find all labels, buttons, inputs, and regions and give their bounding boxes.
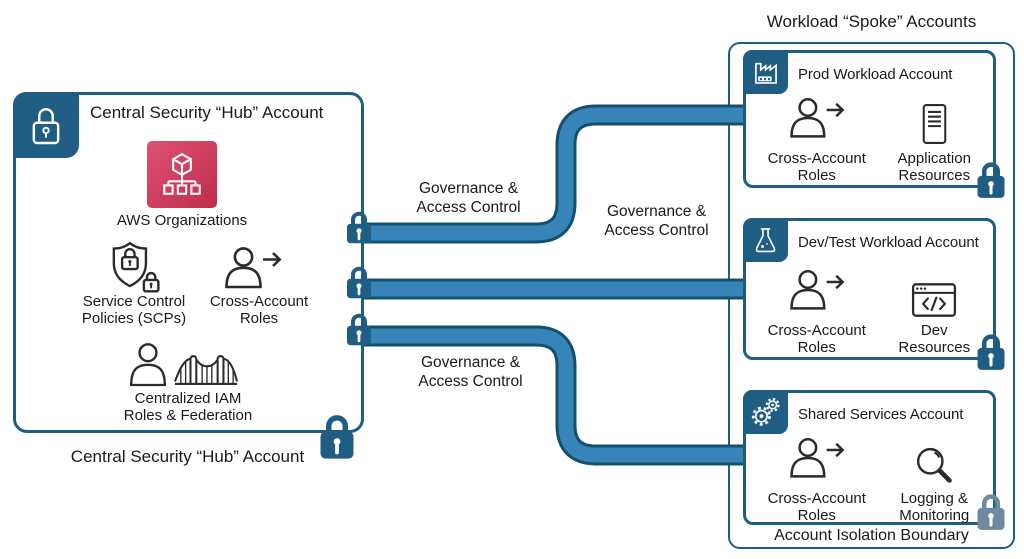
boundary-label: Account Isolation Boundary — [774, 527, 969, 544]
devtest-corner-lock-icon — [973, 330, 1009, 372]
prod-application-resources: Application Resources — [876, 93, 994, 184]
person-arrow-icon — [222, 246, 284, 298]
shared-corner-lock-icon — [973, 490, 1009, 532]
magnifier-icon — [913, 444, 956, 487]
hub-cross-account-roles-label: Cross-Account Roles — [209, 293, 309, 327]
scp-label: Service Control Policies (SCPs) — [81, 293, 187, 327]
org-chart-cube-icon — [157, 153, 207, 196]
centralized-iam-label: Centralized IAM Roles & Federation — [123, 390, 253, 424]
hub-corner-lock-icon — [315, 410, 359, 461]
shared-services-account-card: Shared Services Account Cross-Account Ro… — [743, 390, 996, 525]
factory-icon — [743, 50, 788, 94]
flask-icon — [743, 218, 788, 262]
shared-account-title: Shared Services Account — [798, 406, 964, 423]
person-arrow-icon — [787, 97, 847, 147]
hub-caption: Central Security “Hub” Account — [70, 447, 305, 466]
prod-corner-lock-icon — [973, 158, 1009, 200]
document-icon — [919, 101, 950, 147]
devtest-cross-account-roles: Cross-Account Roles — [758, 265, 876, 356]
pipe-lock-icon-middle — [343, 263, 375, 300]
hub-title: Central Security “Hub” Account — [90, 103, 324, 122]
prod-cross-account-roles: Cross-Account Roles — [758, 93, 876, 184]
prod-workload-account-card: Prod Workload Account Cross-Account Role… — [743, 50, 996, 188]
person-arrow-icon — [787, 437, 847, 487]
pipe-lock-icon-bottom — [343, 310, 375, 347]
person-arrow-icon — [787, 269, 847, 319]
aws-organizations-label: AWS Organizations — [116, 212, 248, 229]
gears-icon — [743, 390, 788, 434]
aws-organizations-icon — [147, 141, 217, 208]
governance-label-bottom: Governance & Access Control — [418, 354, 523, 390]
devtest-account-title: Dev/Test Workload Account — [798, 234, 979, 251]
shared-cross-account-roles: Cross-Account Roles — [758, 433, 876, 524]
lock-outline-icon — [28, 103, 64, 147]
shield-locks-icon — [104, 241, 162, 293]
devtest-workload-account-card: Dev/Test Workload Account Cross-Account … — [743, 218, 996, 360]
person-icon — [128, 342, 168, 388]
prod-account-title: Prod Workload Account — [798, 66, 953, 83]
spokes-title: Workload “Spoke” Accounts — [766, 12, 977, 31]
pipe-lock-icon-top — [343, 208, 375, 245]
shared-logging-monitoring: Logging & Monitoring — [876, 433, 994, 524]
governance-label-top: Governance & Access Control — [416, 180, 521, 216]
governance-label-middle: Governance & Access Control — [604, 203, 709, 239]
code-window-icon — [911, 281, 957, 319]
devtest-dev-resources: Dev Resources — [876, 265, 994, 356]
hub-account-badge — [13, 92, 79, 158]
bridge-icon — [174, 346, 238, 387]
